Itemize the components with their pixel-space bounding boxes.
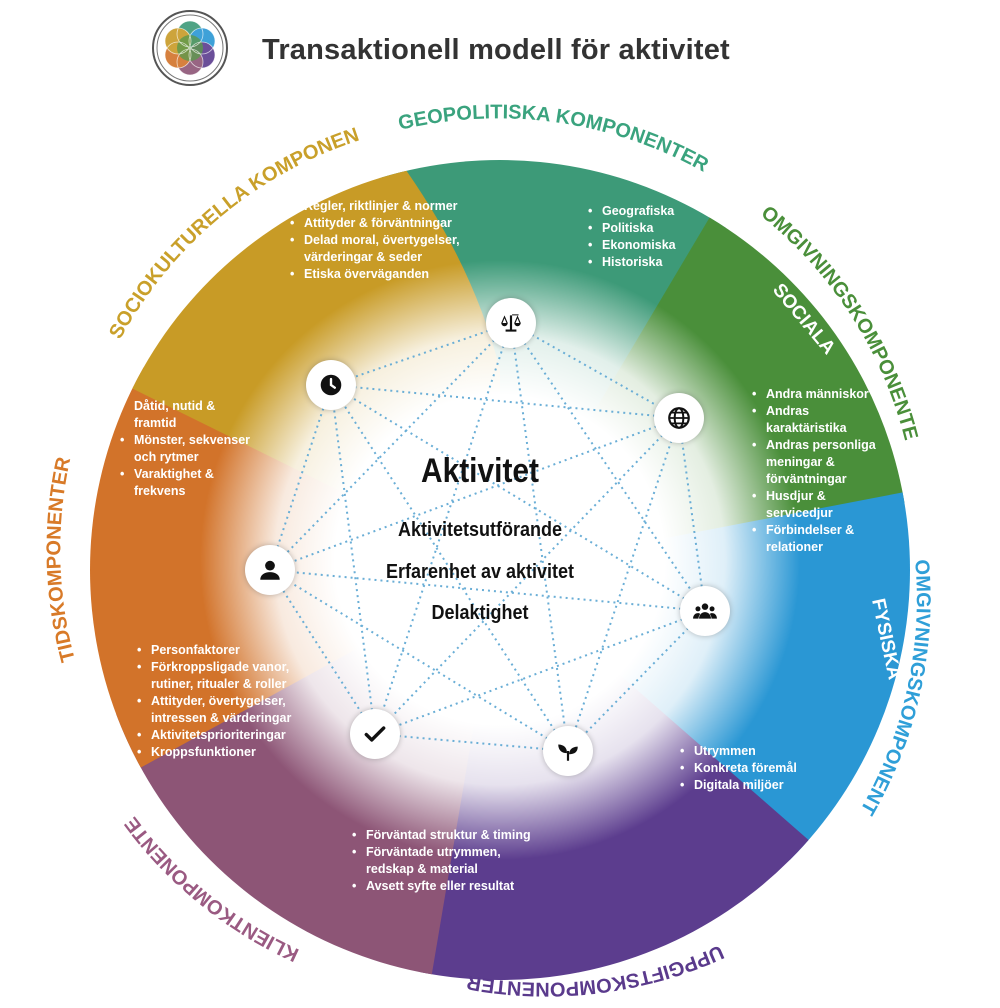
list-item: Personfaktorer xyxy=(137,642,297,659)
connection-line xyxy=(269,384,332,571)
list-item: Varaktighet & frekvens xyxy=(120,466,260,500)
connection-line xyxy=(374,417,680,735)
connection-line xyxy=(269,569,569,752)
connection-line xyxy=(269,569,706,612)
center-heading: Aktivitet xyxy=(420,452,540,490)
list-environment-social: Andra människorAndras karaktäristikaAndr… xyxy=(752,386,882,556)
center-line-participation: Delaktighet xyxy=(431,602,529,624)
list-item: Historiska xyxy=(588,254,698,271)
connection-line xyxy=(269,417,680,571)
list-item: Aktivitetsprioriteringar xyxy=(137,727,297,744)
connection-line xyxy=(510,322,706,612)
center-line-performance: Aktivitetsutförande xyxy=(397,519,563,541)
connection-line xyxy=(330,322,512,386)
list-sociocultural: Regler, riktlinjer & normerAttityder & f… xyxy=(290,198,470,283)
list-item: Delad moral, övertygelser, värderingar &… xyxy=(290,232,470,266)
list-item: Förbindelser & relationer xyxy=(752,522,882,556)
list-item: Andras personliga meningar & förväntning… xyxy=(752,437,882,488)
page-title: Transaktionell modell för aktivitet xyxy=(262,34,730,66)
list-item: Utrymmen xyxy=(680,743,810,760)
list-item: Geografiska xyxy=(588,203,698,220)
connection-line xyxy=(269,569,376,735)
list-item: Politiska xyxy=(588,220,698,237)
list-environment-physical: UtrymmenKonkreta föremålDigitala miljöer xyxy=(680,743,810,794)
person-icon xyxy=(245,545,295,595)
list-item: Mönster, sekvenser och rytmer xyxy=(120,432,260,466)
center-line-experience: Erfarenhet av aktivitet xyxy=(385,561,575,583)
label-time: TIDSKOMPONENTER xyxy=(43,455,80,665)
list-item: Attityder & förväntningar xyxy=(290,215,470,232)
connection-line xyxy=(510,322,680,419)
list-item: Förväntad struktur & timing xyxy=(352,827,542,844)
list-task: Förväntad struktur & timingFörväntade ut… xyxy=(352,827,542,895)
connection-line xyxy=(330,384,569,752)
list-item: Avsett syfte eller resultat xyxy=(352,878,542,895)
sprout-icon xyxy=(543,726,593,776)
connection-line xyxy=(567,417,680,752)
list-item: Andra människor xyxy=(752,386,882,403)
people-icon xyxy=(680,586,730,636)
list-item: Etiska överväganden xyxy=(290,266,470,283)
connection-line xyxy=(330,384,680,419)
flower-logo xyxy=(152,10,228,86)
list-client: PersonfaktorerFörkroppsligade vanor, rut… xyxy=(137,642,297,761)
globe-icon xyxy=(654,393,704,443)
clock-icon xyxy=(306,360,356,410)
connection-line xyxy=(374,322,512,735)
list-item: Förkroppsligade vanor, rutiner, ritualer… xyxy=(137,659,297,693)
list-time: Dåtid, nutid & framtidMönster, sekvenser… xyxy=(120,398,260,500)
connection-line xyxy=(567,610,706,752)
list-item: Husdjur & servicedjur xyxy=(752,488,882,522)
scale-icon xyxy=(486,298,536,348)
connection-line xyxy=(678,417,706,612)
list-item: Konkreta föremål xyxy=(680,760,810,777)
connection-network xyxy=(269,322,706,752)
list-item: Kroppsfunktioner xyxy=(137,744,297,761)
list-item: Attityder, övertygelser, intressen & vär… xyxy=(137,693,297,727)
connection-line xyxy=(330,384,376,735)
list-geopolitical: GeografiskaPolitiskaEkonomiskaHistoriska xyxy=(588,203,698,271)
list-item: Andras karaktäristika xyxy=(752,403,882,437)
list-item: Ekonomiska xyxy=(588,237,698,254)
list-item: Dåtid, nutid & framtid xyxy=(120,398,260,432)
list-item: Förväntade utrymmen, redskap & material xyxy=(352,844,542,878)
connection-line xyxy=(330,384,706,612)
list-item: Regler, riktlinjer & normer xyxy=(290,198,470,215)
check-icon xyxy=(350,709,400,759)
list-item: Digitala miljöer xyxy=(680,777,810,794)
connection-line xyxy=(374,733,569,752)
